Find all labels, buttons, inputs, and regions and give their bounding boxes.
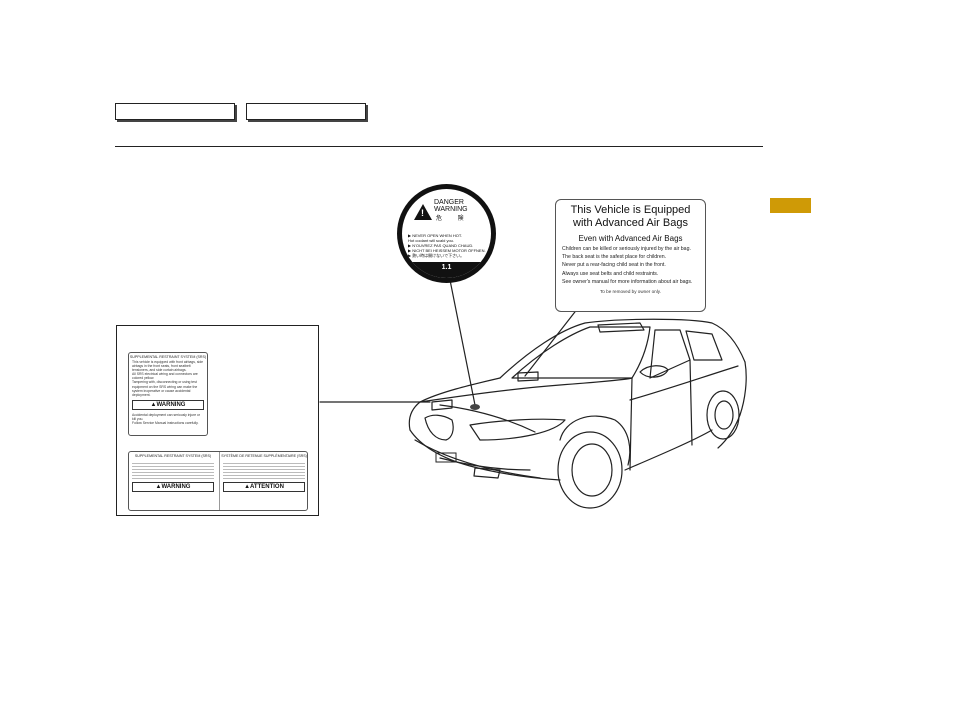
disc-cjk: 危 険	[436, 216, 471, 222]
disc-code: 1.1	[402, 262, 491, 278]
disc-text: ▶ NEVER OPEN WHEN HOT. Hot coolant will …	[408, 233, 486, 258]
airbag-label-subtitle: Even with Advanced Air Bags	[578, 234, 683, 243]
warning-triangle-icon: !	[414, 204, 432, 220]
disc-warning: WARNING	[434, 206, 468, 213]
nav-button-2[interactable]	[246, 103, 366, 120]
airbag-label-title: This Vehicle is Equipped with Advanced A…	[570, 204, 691, 229]
disc-danger: DANGER	[434, 199, 464, 206]
airbag-label: This Vehicle is Equipped with Advanced A…	[555, 199, 706, 312]
srs-small-warning-body: Accidental deployment can seriously inju…	[132, 412, 201, 426]
srs-small-body: This vehicle is equipped with front airb…	[132, 360, 204, 397]
srs-wide-warning: ▲WARNING	[132, 482, 214, 492]
srs-wide-title-fr: SYSTÈME DE RETENUE SUPPLÉMENTAIRE (SRS)	[221, 454, 307, 458]
hood-warning-disc: ! DANGER WARNING 危 険 ▶ NEVER OPEN WHEN H…	[397, 184, 496, 283]
srs-wide-title-en: SUPPLEMENTAL RESTRAINT SYSTEM (SRS)	[134, 454, 212, 458]
srs-small-warning: ▲WARNING	[132, 399, 204, 410]
srs-callout-box: SUPPLEMENTAL RESTRAINT SYSTEM (SRS) This…	[116, 325, 319, 516]
section-tab[interactable]	[770, 198, 811, 213]
airbag-label-footer: To be removed by owner only.	[600, 289, 661, 295]
srs-sticker-wide: SUPPLEMENTAL RESTRAINT SYSTEM (SRS) ▲WAR…	[128, 451, 308, 511]
nav-button-1[interactable]	[115, 103, 235, 120]
airbag-label-body: Children can be killed or seriously inju…	[562, 246, 693, 285]
header-rule	[115, 146, 763, 147]
srs-wide-text-en	[132, 461, 214, 479]
srs-sticker-small: SUPPLEMENTAL RESTRAINT SYSTEM (SRS) This…	[128, 352, 208, 436]
srs-small-title: SUPPLEMENTAL RESTRAINT SYSTEM (SRS)	[129, 355, 207, 359]
srs-wide-attention: ▲ATTENTION	[223, 482, 305, 492]
srs-wide-text-fr	[223, 461, 305, 479]
